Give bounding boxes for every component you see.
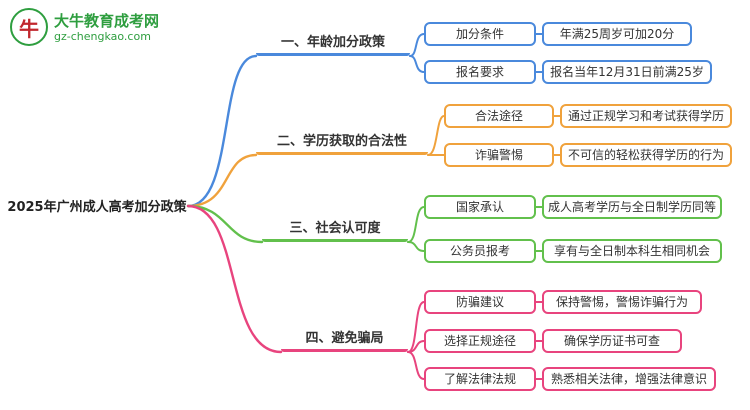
- branch-2-label: 三、社会认可度: [262, 218, 408, 242]
- site-logo[interactable]: 牛 大牛教育成考网 gz-chengkao.com: [10, 8, 159, 46]
- bull-logo-icon: 牛: [10, 8, 48, 46]
- branch-3-child-1-value: 确保学历证书可查: [542, 329, 682, 353]
- branch-0-label: 一、年龄加分政策: [256, 32, 410, 56]
- mindmap-root-title: 2025年广州成人高考加分政策: [7, 200, 187, 215]
- branch-1-child-1-value: 不可信的轻松获得学历的行为: [560, 143, 732, 167]
- branch-1-child-0-label: 合法途径: [444, 104, 554, 128]
- logo-subtitle: gz-chengkao.com: [54, 29, 151, 43]
- branch-3-child-1-label: 选择正规途径: [424, 329, 536, 353]
- branch-2-child-0-value: 成人高考学历与全日制学历同等: [542, 195, 722, 219]
- logo-text: 大牛教育成考网 gz-chengkao.com: [54, 12, 159, 43]
- branch-3-label: 四、避免骗局: [281, 328, 408, 352]
- branch-0-child-0-value: 年满25周岁可加20分: [542, 22, 692, 46]
- branch-1-child-1-label: 诈骗警惕: [444, 143, 554, 167]
- branch-3-child-0-value: 保持警惕，警惕诈骗行为: [542, 290, 702, 314]
- branch-2-child-1-value: 享有与全日制本科生相同机会: [542, 239, 722, 263]
- branch-0-child-0-label: 加分条件: [424, 22, 536, 46]
- branch-0-child-1-value: 报名当年12月31日前满25岁: [542, 60, 712, 84]
- branch-3-child-2-label: 了解法律法规: [424, 367, 536, 391]
- branch-1-label: 二、学历获取的合法性: [256, 131, 428, 155]
- branch-3-child-2-value: 熟悉相关法律，增强法律意识: [542, 367, 716, 391]
- branch-2-child-1-label: 公务员报考: [424, 239, 536, 263]
- branch-0-child-1-label: 报名要求: [424, 60, 536, 84]
- branch-1-child-0-value: 通过正规学习和考试获得学历: [560, 104, 732, 128]
- branch-2-child-0-label: 国家承认: [424, 195, 536, 219]
- branch-3-child-0-label: 防骗建议: [424, 290, 536, 314]
- logo-title: 大牛教育成考网: [54, 11, 160, 30]
